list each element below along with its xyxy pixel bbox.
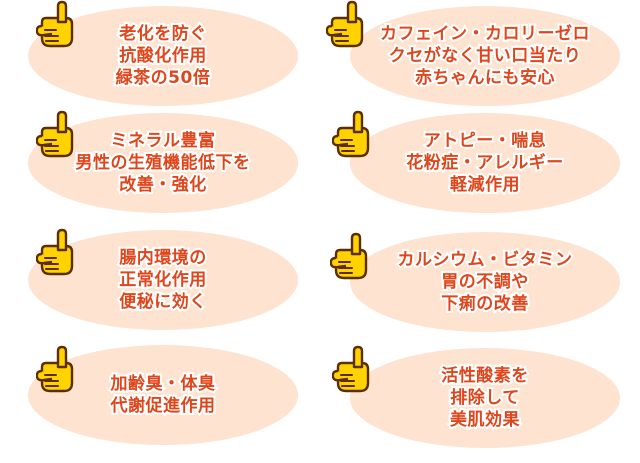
benefit-line: 活性酸素を: [439, 364, 530, 388]
benefit-card-minerals: ミネラル豊富 男性の生殖機能低下を 改善・強化: [28, 113, 298, 213]
benefit-line: 軽減作用: [448, 173, 521, 197]
pointing-hand-icon: [36, 110, 74, 158]
benefit-line: 正常化作用: [117, 268, 208, 292]
benefit-text: カフェイン・カロリーゼロ クセがなく甘い口当たり 赤ちゃんにも安心: [378, 22, 592, 90]
benefit-text: 活性酸素を 排除して 美肌効果: [439, 364, 530, 432]
benefit-card-intestine: 腸内環境の 正常化作用 便秘に効く: [28, 230, 298, 330]
benefit-line: 赤ちゃんにも安心: [413, 66, 557, 90]
benefit-card-skin: 活性酸素を 排除して 美肌効果: [350, 348, 620, 448]
benefit-line: 代謝促進作用: [109, 394, 218, 418]
benefit-card-calcium: カルシウム・ビタミン 胃の不調や 下痢の改善: [350, 232, 620, 332]
benefit-line: 改善・強化: [117, 173, 208, 197]
benefit-line: 花粉症・アレルギー: [404, 151, 565, 175]
pointing-hand-icon: [332, 110, 370, 158]
benefit-text: アトピー・喘息 花粉症・アレルギー 軽減作用: [404, 129, 565, 197]
benefit-card-odor: 加齢臭・体臭 代謝促進作用: [28, 345, 298, 445]
benefit-line: カフェイン・カロリーゼロ: [378, 22, 592, 46]
benefit-text: ミネラル豊富 男性の生殖機能低下を 改善・強化: [74, 129, 253, 197]
benefit-line: 加齢臭・体臭: [109, 372, 218, 396]
benefit-line: アトピー・喘息: [422, 129, 548, 153]
pointing-hand-icon: [36, 0, 74, 48]
pointing-hand-icon: [326, 0, 364, 48]
benefit-text: 腸内環境の 正常化作用 便秘に効く: [117, 246, 208, 314]
benefit-line: クセがなく甘い口当たり: [387, 44, 583, 68]
benefit-line: ミネラル豊富: [109, 129, 218, 153]
benefit-line: 緑茶の50倍: [114, 66, 212, 90]
pointing-hand-icon: [330, 232, 368, 280]
benefit-line: 男性の生殖機能低下を: [74, 151, 253, 175]
benefit-line: 胃の不調や: [439, 270, 530, 294]
benefit-card-caffeine-free: カフェイン・カロリーゼロ クセがなく甘い口当たり 赤ちゃんにも安心: [350, 6, 620, 106]
benefit-line: 下痢の改善: [439, 292, 530, 316]
benefit-text: 老化を防ぐ 抗酸化作用 緑茶の50倍: [114, 22, 212, 90]
benefit-card-antioxidant: 老化を防ぐ 抗酸化作用 緑茶の50倍: [28, 6, 298, 106]
benefit-line: 老化を防ぐ: [117, 22, 208, 46]
benefit-line: 美肌効果: [448, 408, 521, 432]
benefit-line: 抗酸化作用: [117, 44, 208, 68]
benefit-line: 便秘に効く: [117, 290, 208, 314]
pointing-hand-icon: [332, 345, 370, 393]
benefit-line: 腸内環境の: [117, 246, 208, 270]
pointing-hand-icon: [36, 228, 74, 276]
benefit-line: カルシウム・ビタミン: [396, 248, 575, 272]
benefit-text: 加齢臭・体臭 代謝促進作用: [109, 372, 218, 418]
benefit-card-allergy: アトピー・喘息 花粉症・アレルギー 軽減作用: [350, 113, 620, 213]
pointing-hand-icon: [36, 345, 74, 393]
benefit-line: 排除して: [448, 386, 521, 410]
benefit-text: カルシウム・ビタミン 胃の不調や 下痢の改善: [396, 248, 575, 316]
